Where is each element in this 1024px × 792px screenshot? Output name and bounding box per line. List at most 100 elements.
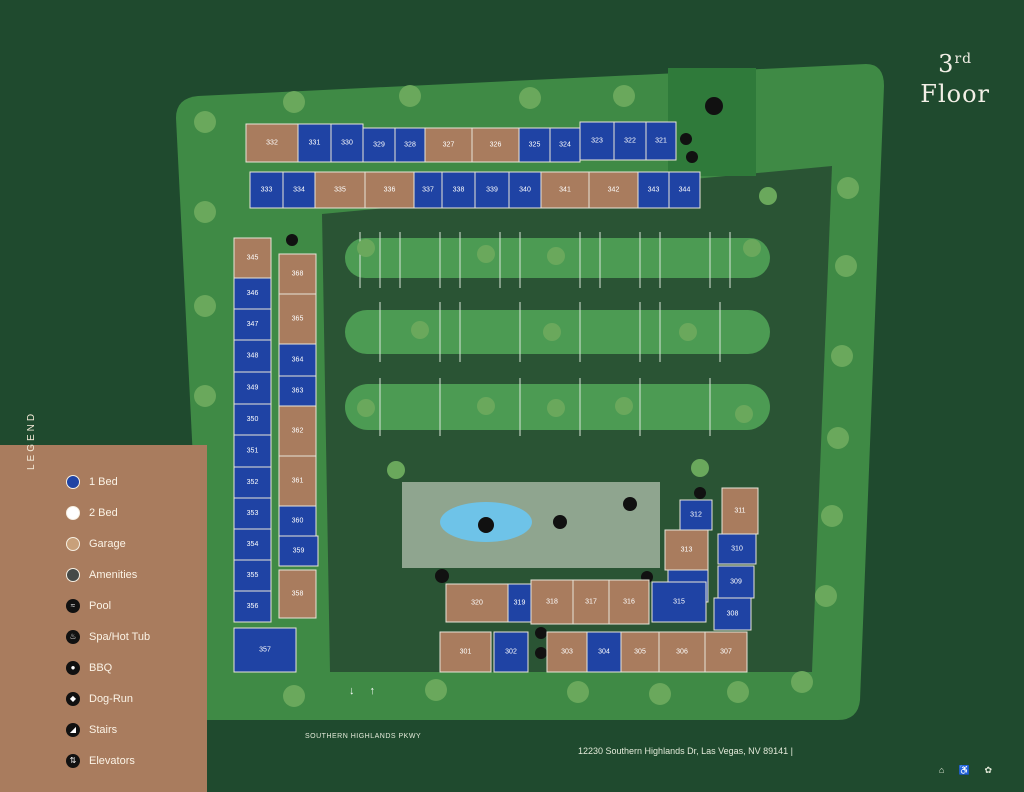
unit-block[interactable] bbox=[579, 121, 615, 161]
unit-358[interactable]: 358 bbox=[278, 569, 317, 619]
unit-365[interactable]: 365 bbox=[278, 293, 317, 345]
unit-block[interactable] bbox=[530, 579, 574, 625]
unit-357[interactable]: 357 bbox=[233, 627, 297, 673]
unit-318[interactable]: 318 bbox=[530, 579, 574, 625]
unit-310[interactable]: 310 bbox=[717, 533, 757, 565]
unit-351[interactable]: 351 bbox=[233, 434, 272, 468]
unit-block[interactable] bbox=[233, 434, 272, 468]
unit-325[interactable]: 325 bbox=[518, 127, 551, 163]
unit-block[interactable] bbox=[233, 371, 272, 405]
unit-block[interactable] bbox=[546, 631, 588, 673]
unit-block[interactable] bbox=[233, 590, 272, 623]
unit-352[interactable]: 352 bbox=[233, 466, 272, 499]
unit-block[interactable] bbox=[282, 171, 316, 209]
unit-block[interactable] bbox=[233, 403, 272, 436]
unit-304[interactable]: 304 bbox=[586, 631, 622, 673]
unit-329[interactable]: 329 bbox=[362, 127, 396, 163]
unit-363[interactable]: 363 bbox=[278, 375, 317, 407]
unit-354[interactable]: 354 bbox=[233, 528, 272, 561]
unit-block[interactable] bbox=[704, 631, 748, 673]
unit-block[interactable] bbox=[278, 405, 317, 457]
unit-block[interactable] bbox=[278, 535, 319, 567]
unit-block[interactable] bbox=[278, 375, 317, 407]
unit-block[interactable] bbox=[540, 171, 590, 209]
unit-block[interactable] bbox=[439, 631, 492, 673]
unit-block[interactable] bbox=[233, 308, 272, 341]
unit-333[interactable]: 333 bbox=[249, 171, 284, 209]
unit-347[interactable]: 347 bbox=[233, 308, 272, 341]
unit-block[interactable] bbox=[424, 127, 473, 163]
unit-block[interactable] bbox=[314, 171, 366, 209]
unit-302[interactable]: 302 bbox=[493, 631, 529, 673]
unit-362[interactable]: 362 bbox=[278, 405, 317, 457]
unit-342[interactable]: 342 bbox=[588, 171, 639, 209]
unit-336[interactable]: 336 bbox=[364, 171, 415, 209]
unit-348[interactable]: 348 bbox=[233, 339, 272, 373]
unit-block[interactable] bbox=[717, 533, 757, 565]
unit-364[interactable]: 364 bbox=[278, 343, 317, 377]
unit-block[interactable] bbox=[493, 631, 529, 673]
unit-315[interactable]: 315 bbox=[651, 581, 707, 623]
unit-309[interactable]: 309 bbox=[717, 565, 755, 599]
unit-block[interactable] bbox=[549, 127, 581, 163]
unit-317[interactable]: 317 bbox=[572, 579, 610, 625]
unit-321[interactable]: 321 bbox=[645, 121, 677, 161]
unit-345[interactable]: 345 bbox=[233, 237, 272, 279]
unit-331[interactable]: 331 bbox=[297, 123, 332, 163]
unit-block[interactable] bbox=[586, 631, 622, 673]
unit-block[interactable] bbox=[651, 581, 707, 623]
unit-block[interactable] bbox=[278, 253, 317, 295]
unit-block[interactable] bbox=[679, 499, 713, 531]
unit-block[interactable] bbox=[721, 487, 759, 535]
unit-326[interactable]: 326 bbox=[471, 127, 520, 163]
unit-344[interactable]: 344 bbox=[668, 171, 701, 209]
unit-332[interactable]: 332 bbox=[245, 123, 299, 163]
unit-307[interactable]: 307 bbox=[704, 631, 748, 673]
unit-block[interactable] bbox=[233, 528, 272, 561]
unit-356[interactable]: 356 bbox=[233, 590, 272, 623]
unit-block[interactable] bbox=[297, 123, 332, 163]
unit-313[interactable]: 313 bbox=[664, 529, 709, 571]
unit-327[interactable]: 327 bbox=[424, 127, 473, 163]
unit-block[interactable] bbox=[233, 339, 272, 373]
unit-block[interactable] bbox=[233, 497, 272, 530]
unit-349[interactable]: 349 bbox=[233, 371, 272, 405]
unit-334[interactable]: 334 bbox=[282, 171, 316, 209]
unit-355[interactable]: 355 bbox=[233, 559, 272, 592]
unit-block[interactable] bbox=[668, 171, 701, 209]
unit-339[interactable]: 339 bbox=[474, 171, 510, 209]
unit-322[interactable]: 322 bbox=[613, 121, 647, 161]
unit-311[interactable]: 311 bbox=[721, 487, 759, 535]
unit-328[interactable]: 328 bbox=[394, 127, 426, 163]
unit-353[interactable]: 353 bbox=[233, 497, 272, 530]
unit-319[interactable]: 319 bbox=[507, 583, 532, 623]
unit-359[interactable]: 359 bbox=[278, 535, 319, 567]
unit-306[interactable]: 306 bbox=[658, 631, 706, 673]
unit-block[interactable] bbox=[278, 293, 317, 345]
unit-340[interactable]: 340 bbox=[508, 171, 542, 209]
unit-341[interactable]: 341 bbox=[540, 171, 590, 209]
unit-block[interactable] bbox=[608, 579, 650, 625]
unit-330[interactable]: 330 bbox=[330, 123, 364, 163]
unit-368[interactable]: 368 bbox=[278, 253, 317, 295]
unit-335[interactable]: 335 bbox=[314, 171, 366, 209]
unit-350[interactable]: 350 bbox=[233, 403, 272, 436]
unit-360[interactable]: 360 bbox=[278, 505, 317, 537]
unit-block[interactable] bbox=[413, 171, 443, 209]
unit-323[interactable]: 323 bbox=[579, 121, 615, 161]
unit-block[interactable] bbox=[278, 343, 317, 377]
unit-block[interactable] bbox=[613, 121, 647, 161]
unit-block[interactable] bbox=[658, 631, 706, 673]
unit-338[interactable]: 338 bbox=[441, 171, 476, 209]
unit-346[interactable]: 346 bbox=[233, 277, 272, 310]
unit-block[interactable] bbox=[471, 127, 520, 163]
unit-block[interactable] bbox=[364, 171, 415, 209]
unit-305[interactable]: 305 bbox=[620, 631, 660, 673]
unit-block[interactable] bbox=[394, 127, 426, 163]
unit-block[interactable] bbox=[645, 121, 677, 161]
unit-block[interactable] bbox=[441, 171, 476, 209]
unit-301[interactable]: 301 bbox=[439, 631, 492, 673]
unit-block[interactable] bbox=[637, 171, 670, 209]
unit-320[interactable]: 320 bbox=[445, 583, 509, 623]
unit-312[interactable]: 312 bbox=[679, 499, 713, 531]
